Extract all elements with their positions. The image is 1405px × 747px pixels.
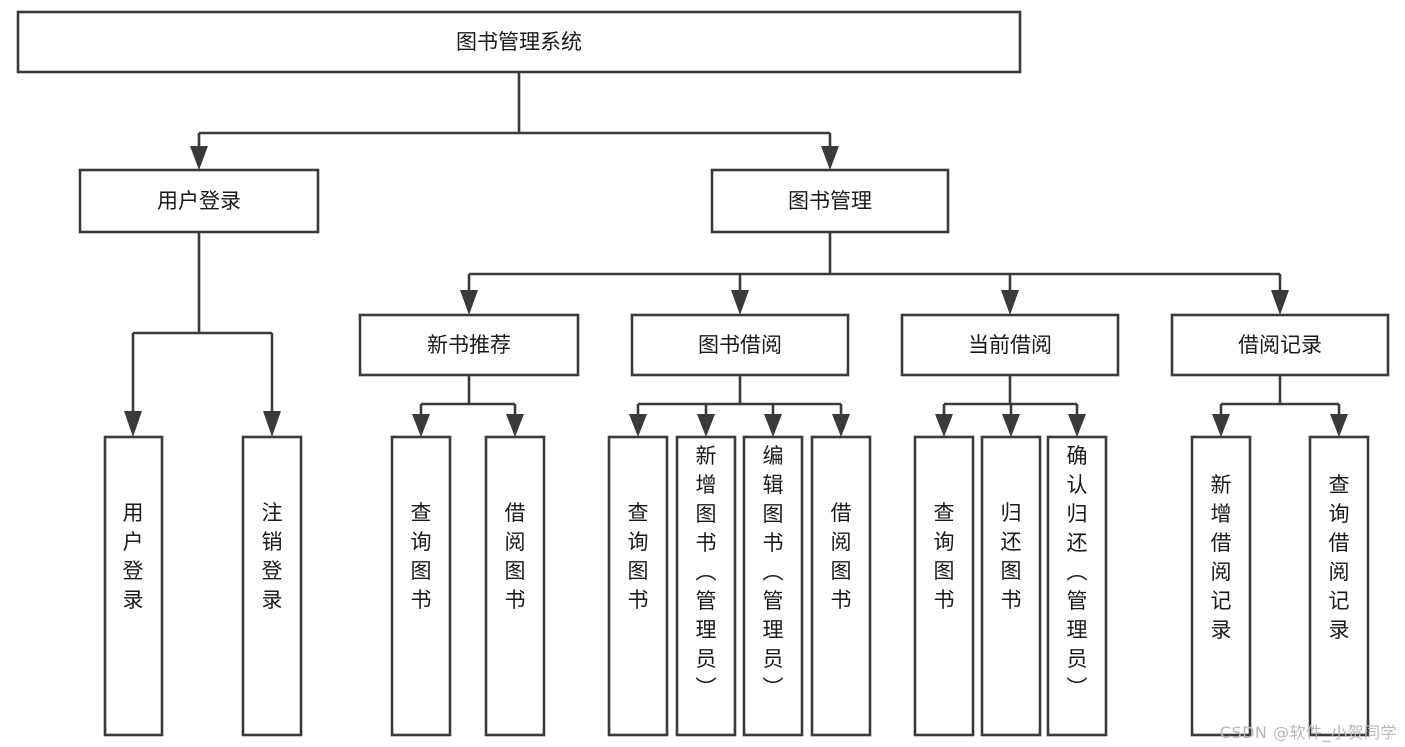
arrowhead-leaf-query-book-3 [935, 414, 953, 437]
node-leaf-query-record[interactable]: 查询借阅记录 [1308, 435, 1370, 737]
node-leaf-query-book-1-label: 查询图书 [411, 501, 432, 612]
node-leaf-user-login-box[interactable] [103, 435, 164, 737]
node-borrow-record[interactable]: 借阅记录 [1170, 313, 1390, 377]
node-borrow-record-label: 借阅记录 [1238, 333, 1322, 357]
node-leaf-add-record-box[interactable] [1190, 435, 1252, 737]
node-root-box[interactable] [16, 10, 1022, 74]
node-new-book-rec-box[interactable] [358, 313, 580, 377]
node-root-label: 图书管理系统 [456, 30, 582, 54]
node-book-borrow-box[interactable] [630, 313, 850, 377]
node-current-borrow-label: 当前借阅 [968, 333, 1052, 357]
node-leaf-user-login-label: 用户登录 [123, 501, 144, 612]
arrowhead-leaf-add-record [1212, 414, 1230, 437]
arrowhead-leaf-borrow-book-2 [832, 414, 850, 437]
node-leaf-user-login[interactable]: 用户登录 [103, 435, 164, 737]
connector-layer [124, 72, 1348, 437]
arrowhead-leaf-query-book-2 [629, 414, 647, 437]
node-leaf-return-book-label: 归还图书 [1001, 501, 1022, 612]
node-leaf-confirm-return[interactable]: 确认归还︵管理员︶ [1046, 435, 1108, 737]
arrowhead-leaf-edit-book [764, 414, 782, 437]
arrowhead-leaf-borrow-book-1 [506, 414, 524, 437]
node-leaf-add-record-label: 新增借阅记录 [1211, 473, 1232, 642]
node-book-borrow[interactable]: 图书借阅 [630, 313, 850, 377]
node-leaf-add-record[interactable]: 新增借阅记录 [1190, 435, 1252, 737]
node-leaf-add-book[interactable]: 新增图书︵管理员︶ [675, 435, 737, 737]
node-leaf-edit-book[interactable]: 编辑图书︵管理员︶ [742, 435, 804, 737]
arrowhead-leaf-return-book [1002, 414, 1020, 437]
node-current-borrow[interactable]: 当前借阅 [900, 313, 1120, 377]
node-book-manage[interactable]: 图书管理 [710, 168, 950, 234]
node-leaf-return-book-box[interactable] [980, 435, 1042, 737]
node-new-book-rec-label: 新书推荐 [427, 333, 511, 357]
arrowhead-userlogin [190, 146, 208, 170]
node-leaf-borrow-book-2-label: 借阅图书 [831, 501, 852, 612]
node-leaf-query-book-2-label: 查询图书 [628, 501, 649, 612]
arrowhead-leaf-query-book-1 [412, 414, 430, 437]
node-user-login-label: 用户登录 [157, 189, 241, 213]
node-leaf-query-book-3[interactable]: 查询图书 [913, 435, 975, 737]
arrowhead-bookmanage [821, 146, 839, 170]
node-leaf-edit-book-label: 编辑图书︵管理员︶ [763, 444, 784, 700]
node-new-book-rec[interactable]: 新书推荐 [358, 313, 580, 377]
node-borrow-record-box[interactable] [1170, 313, 1390, 377]
arrowhead-leaf-add-book [697, 414, 715, 437]
arrowhead-book-borrow [731, 290, 749, 315]
node-leaf-query-book-3-label: 查询图书 [934, 501, 955, 612]
node-book-manage-label: 图书管理 [788, 189, 872, 213]
node-leaf-borrow-book-2[interactable]: 借阅图书 [810, 435, 872, 737]
node-leaf-borrow-book-1[interactable]: 借阅图书 [484, 435, 546, 737]
node-leaf-query-record-label: 查询借阅记录 [1329, 473, 1350, 642]
arrowhead-leaf-query-record [1330, 414, 1348, 437]
node-book-manage-box[interactable] [710, 168, 950, 234]
arrowhead-current-borrow [1001, 290, 1019, 315]
node-leaf-borrow-book-2-box[interactable] [810, 435, 872, 737]
node-user-login-box[interactable] [78, 168, 320, 234]
node-leaf-borrow-book-1-box[interactable] [484, 435, 546, 737]
node-current-borrow-box[interactable] [900, 313, 1120, 377]
node-root[interactable]: 图书管理系统 [16, 10, 1022, 74]
node-leaf-logout-box[interactable] [241, 435, 303, 737]
node-leaf-borrow-book-1-label: 借阅图书 [505, 501, 526, 612]
node-leaf-add-book-box[interactable] [675, 435, 737, 737]
node-leaf-query-book-3-box[interactable] [913, 435, 975, 737]
node-leaf-return-book[interactable]: 归还图书 [980, 435, 1042, 737]
node-leaf-query-record-box[interactable] [1308, 435, 1370, 737]
node-leaf-query-book-1[interactable]: 查询图书 [390, 435, 452, 737]
node-book-borrow-label: 图书借阅 [698, 333, 782, 357]
node-leaf-logout[interactable]: 注销登录 [241, 435, 303, 737]
arrowhead-new-book-rec [460, 290, 478, 315]
node-user-login[interactable]: 用户登录 [78, 168, 320, 234]
node-leaf-logout-label: 注销登录 [262, 501, 283, 612]
csdn-watermark: CSDN @软件_小贺同学 [1219, 723, 1397, 742]
arrowhead-leaf-user-login [124, 411, 142, 437]
node-leaf-add-book-label: 新增图书︵管理员︶ [696, 444, 717, 700]
node-leaf-confirm-return-box[interactable] [1046, 435, 1108, 737]
node-leaf-query-book-1-box[interactable] [390, 435, 452, 737]
arrowhead-leaf-logout [263, 411, 281, 437]
node-leaf-edit-book-box[interactable] [742, 435, 804, 737]
node-leaf-query-book-2[interactable]: 查询图书 [607, 435, 669, 737]
arrowhead-borrow-record [1271, 290, 1289, 315]
node-leaf-confirm-return-label: 确认归还︵管理员︶ [1067, 444, 1088, 700]
arrowhead-leaf-confirm-return [1068, 414, 1086, 437]
node-leaf-query-book-2-box[interactable] [607, 435, 669, 737]
